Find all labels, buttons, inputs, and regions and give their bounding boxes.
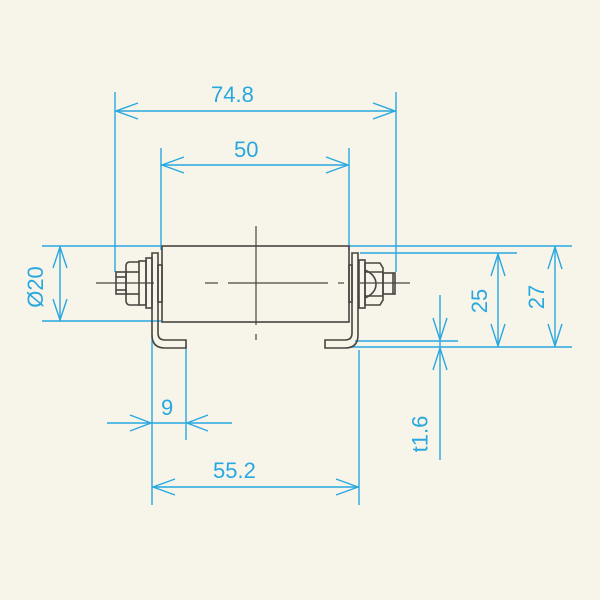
dim-diameter [42,244,161,323]
dim-label-roller-length: 50 [234,137,259,162]
right-bolt-nut [358,259,396,309]
dim-label-height-27: 27 [524,284,550,310]
dim-thickness [355,295,458,460]
dim-overall-width [113,92,398,272]
dim-label-diameter: Ø20 [22,266,48,308]
dim-heights [349,244,572,349]
dim-label-height-25: 25 [467,288,493,314]
dim-bracket-span [150,350,361,505]
dim-label-bracket-offset: 9 [161,395,174,420]
dim-label-overall-width: 74.8 [211,82,254,107]
dim-label-bracket-span: 55.2 [213,458,256,483]
left-bolt-nut [115,257,153,309]
left-bracket [151,252,187,349]
dim-label-thickness: t1.6 [407,415,433,453]
roller-body [96,226,410,340]
dim-bracket-offset [107,335,232,505]
dim-roller-length [159,148,351,250]
right-bracket [324,252,359,349]
